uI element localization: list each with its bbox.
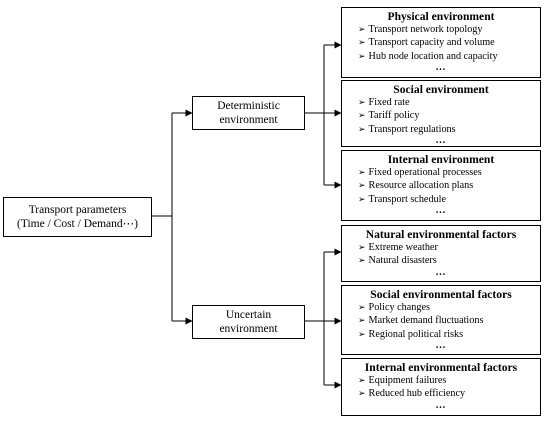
ellipsis: …	[435, 62, 447, 74]
root-line2: (Time / Cost / Demand⋯)	[17, 218, 138, 230]
ellipsis: …	[435, 340, 447, 352]
list-item: Transport capacity and volume	[358, 36, 536, 49]
ellipsis: …	[435, 399, 447, 411]
social-environment-box: Social environment Fixed rate Tariff pol…	[341, 80, 541, 147]
list-item: Equipment failures	[358, 374, 536, 387]
list-item: Reduced hub efficiency	[358, 387, 536, 400]
ellipsis: …	[435, 205, 447, 217]
list-item: Resource allocation plans	[358, 179, 536, 192]
root-node: Transport parameters (Time / Cost / Dema…	[3, 197, 152, 237]
root-line1: Transport parameters	[28, 203, 127, 216]
uncertain-line1: Uncertain	[225, 308, 272, 321]
list-item: Regional political risks	[358, 328, 536, 341]
ellipsis: …	[435, 266, 447, 278]
group-title: Natural environmental factors	[365, 228, 517, 241]
group-title: Internal environmental factors	[364, 361, 518, 374]
internal-environment-box: Internal environment Fixed operational p…	[341, 150, 541, 221]
list-item: Natural disasters	[358, 254, 536, 267]
list-item: Policy changes	[358, 301, 536, 314]
list-item: Transport network topology	[358, 23, 536, 36]
list-item: Transport schedule	[358, 193, 536, 206]
list-item: Tariff policy	[358, 109, 536, 122]
group-title: Internal environment	[387, 153, 495, 166]
list-item: Hub node location and capacity	[358, 50, 536, 63]
internal-factors-box: Internal environmental factors Equipment…	[341, 358, 541, 416]
list-item: Market demand fluctuations	[358, 314, 536, 327]
ellipsis: …	[435, 135, 447, 147]
uncertain-line2: environment	[219, 323, 278, 335]
deterministic-line2: environment	[219, 114, 278, 126]
group-title: Physical environment	[387, 10, 495, 23]
deterministic-line1: Deterministic	[217, 99, 280, 112]
natural-factors-box: Natural environmental factors Extreme we…	[341, 225, 541, 282]
list-item: Fixed rate	[358, 96, 536, 109]
deterministic-node: Deterministic environment	[192, 96, 305, 130]
social-factors-box: Social environmental factors Policy chan…	[341, 285, 541, 355]
list-item: Fixed operational processes	[358, 166, 536, 179]
list-item: Transport regulations	[358, 123, 536, 136]
group-title: Social environmental factors	[370, 288, 512, 301]
list-item: Extreme weather	[358, 241, 536, 254]
physical-environment-box: Physical environment Transport network t…	[341, 7, 541, 78]
group-title: Social environment	[393, 83, 489, 96]
uncertain-node: Uncertain environment	[192, 305, 305, 339]
